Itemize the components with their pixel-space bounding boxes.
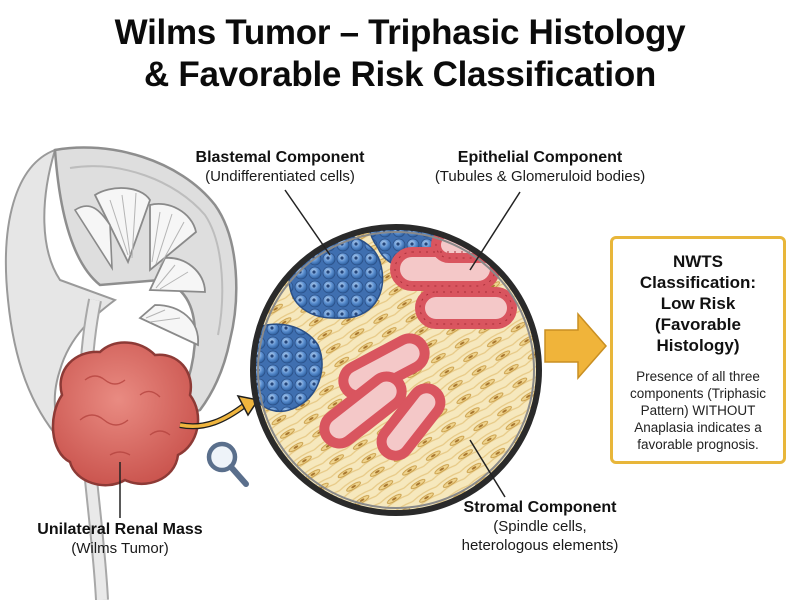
- stromal-subtext-2: heterologous elements): [461, 537, 619, 554]
- classification-box: NWTS Classification: Low Risk (Favorable…: [610, 236, 786, 464]
- tumor-mass: [51, 341, 200, 487]
- classification-title-line: (Favorable: [655, 315, 741, 334]
- right-arrow-icon: [544, 312, 607, 380]
- classification-body-line: Anaplasia indicates a: [634, 420, 762, 435]
- classification-title-line: NWTS: [672, 252, 724, 271]
- blastemal-subtext: (Undifferentiated cells): [205, 168, 355, 185]
- classification-title-line: Classification:: [639, 273, 757, 292]
- epithelial-subtext: (Tubules & Glomeruloid bodies): [434, 168, 646, 185]
- classification-body: Presence of all three components (Tripha…: [621, 368, 775, 453]
- classification-title: NWTS Classification: Low Risk (Favorable…: [621, 251, 775, 356]
- mass-label: Unilateral Renal Mass (Wilms Tumor): [10, 520, 230, 558]
- classification-title-line: Low Risk: [660, 294, 736, 313]
- stromal-leader-line: [469, 439, 506, 498]
- stromal-subtext-1: (Spindle cells,: [493, 518, 587, 535]
- callout-arrowhead: [236, 394, 260, 417]
- blastemal-heading: Blastemal Component: [195, 149, 365, 166]
- mass-subtext: (Wilms Tumor): [71, 540, 169, 557]
- title-line-2: & Favorable Risk Classification: [144, 55, 656, 94]
- magnifying-glass-icon: [206, 441, 249, 487]
- title-line-1: Wilms Tumor – Triphasic Histology: [114, 13, 686, 52]
- classification-body-line: Pattern) WITHOUT: [640, 403, 756, 418]
- histology-micrograph: [250, 224, 542, 516]
- epithelial-leader-line: [469, 191, 521, 271]
- classification-body-line: favorable prognosis.: [637, 437, 759, 452]
- kidney-icon: [4, 146, 238, 600]
- stromal-label: Stromal Component (Spindle cells, hetero…: [430, 498, 650, 555]
- blastemal-leader-line: [284, 189, 331, 256]
- classification-title-line: Histology): [656, 336, 740, 355]
- classification-body-line: Presence of all three: [636, 369, 760, 384]
- epithelial-label: Epithelial Component (Tubules & Glomerul…: [410, 148, 670, 186]
- epithelial-heading: Epithelial Component: [457, 149, 623, 166]
- page-title: Wilms Tumor – Triphasic Histology & Favo…: [0, 12, 800, 96]
- mass-heading: Unilateral Renal Mass: [37, 521, 203, 538]
- stromal-heading: Stromal Component: [463, 499, 617, 516]
- classification-body-line: components (Triphasic: [629, 386, 767, 401]
- blastemal-label: Blastemal Component (Undifferentiated ce…: [160, 148, 400, 186]
